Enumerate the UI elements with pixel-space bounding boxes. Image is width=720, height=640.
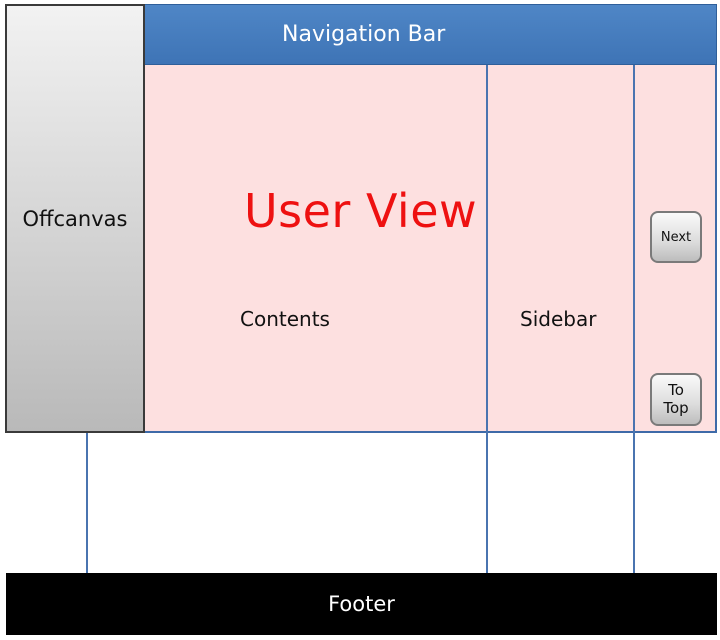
user-view-title: User View bbox=[244, 184, 478, 238]
offcanvas-label: Offcanvas bbox=[22, 206, 128, 231]
offcanvas-connector-line bbox=[86, 433, 88, 573]
sidebar-label: Sidebar bbox=[520, 307, 597, 331]
to-top-button[interactable]: To Top bbox=[650, 373, 702, 426]
offcanvas-panel: Offcanvas bbox=[5, 4, 145, 433]
to-top-button-label: To Top bbox=[663, 381, 689, 417]
navigation-bar: Navigation Bar bbox=[143, 4, 717, 65]
sidebar-left-divider bbox=[486, 65, 488, 573]
user-view-region bbox=[143, 65, 717, 433]
sidebar-right-divider bbox=[633, 65, 635, 573]
next-button[interactable]: Next bbox=[650, 211, 702, 263]
footer-bar: Footer bbox=[6, 573, 717, 635]
navigation-bar-label: Navigation Bar bbox=[282, 22, 446, 47]
contents-label: Contents bbox=[240, 307, 330, 331]
next-button-label: Next bbox=[660, 229, 692, 245]
footer-label: Footer bbox=[328, 592, 395, 616]
